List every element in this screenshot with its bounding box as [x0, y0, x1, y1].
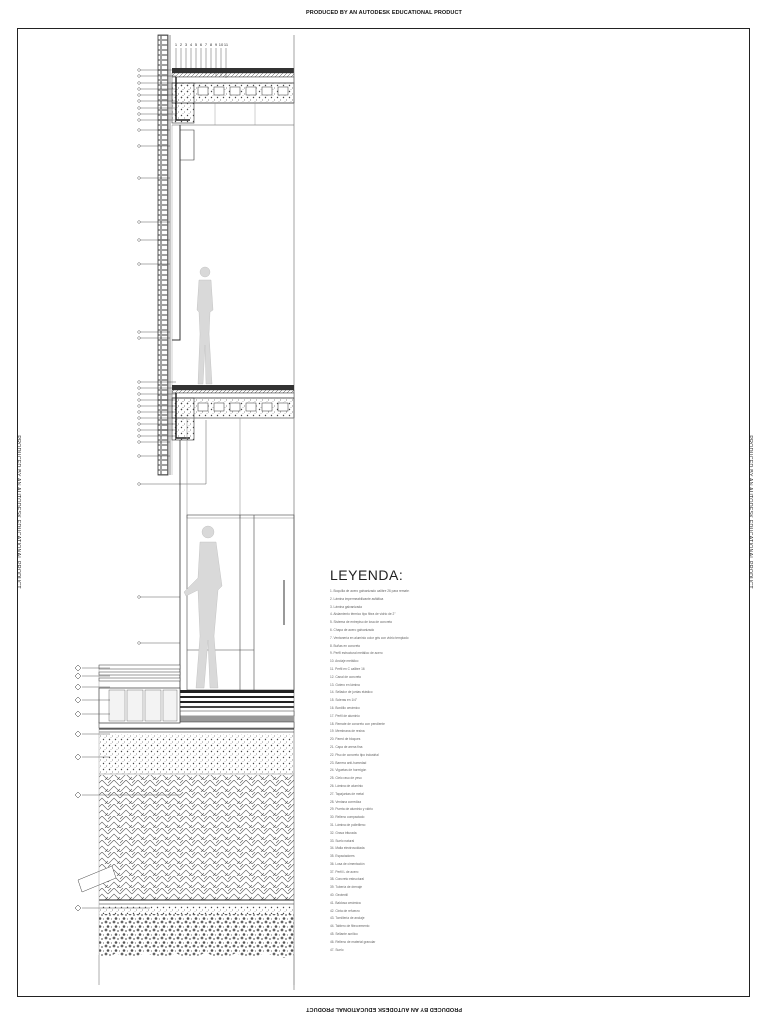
- roof-callout-label: 3: [185, 42, 188, 47]
- intermediate-slab: [171, 385, 295, 441]
- legend-item: 41. Baldosa cerámica: [330, 900, 361, 905]
- legend-item: 37. Perfil L de acero: [330, 869, 359, 874]
- legend-item: 26. Lámina de aluminio: [330, 783, 363, 788]
- watermark-top: PRODUCED BY AN AUTODESK EDUCATIONAL PROD…: [306, 10, 462, 16]
- roof-callout-label: 9: [215, 42, 218, 47]
- legend-item: 39. Tubería de drenaje: [330, 885, 363, 890]
- legend-item: 27. Tapajuntas de metal: [330, 791, 364, 796]
- mid-callout-markers: [137, 380, 141, 486]
- legend-list: 1. Boquilla de acero galvanizado calibre…: [330, 588, 410, 954]
- legend-item: 47. Suelo: [330, 947, 344, 952]
- legend-item: 46. Relleno de material granular: [330, 939, 376, 944]
- legend-item: 23. Barrera anti-humedad: [330, 760, 367, 765]
- legend-item: 22. Piso de concreto tipo industrial: [330, 752, 379, 757]
- planter-callout-markers: [74, 664, 82, 912]
- legend-item: 6. Chapa de acero galvanizado: [330, 627, 375, 632]
- legend-item: 32. Grava triturada: [330, 830, 357, 835]
- legend-item: 44. Tablero de fibrocemento: [330, 924, 370, 929]
- legend-item: 31. Lámina de polietileno: [330, 822, 366, 827]
- roof-slab: [171, 68, 295, 126]
- roof-callout-label: 5: [195, 42, 198, 47]
- legend-item: 7. Ventanería en aluminio color gris con…: [330, 635, 409, 640]
- legend-item: 25. Cielo raso de yeso: [330, 776, 362, 781]
- legend-item: 24. Viguetas de hormigón: [330, 768, 367, 773]
- legend-item: 43. Tornillería de anclaje: [330, 916, 365, 921]
- legend-item: 17. Perfil de aluminio: [330, 713, 360, 718]
- legend-item: 16. Bordillo cerámico: [330, 705, 360, 710]
- upper-human-figure: [196, 266, 214, 385]
- legend-item: 42. Cinta de refuerzo: [330, 908, 360, 913]
- planter-box: [98, 664, 181, 724]
- legend-item: 21. Capa de arena fina: [330, 744, 363, 749]
- roof-callout-labels: 1 2 3 4 5 6 7 8 9 10 11: [175, 42, 229, 47]
- drawing-sheet-frame: [17, 28, 750, 997]
- legend-item: 14. Sellador de juntas elástico: [330, 690, 373, 695]
- legend-item: 20. Pared de bloques: [330, 737, 361, 742]
- legend-item: 45. Sellante acrílico: [330, 932, 358, 937]
- lower-human-figure: [183, 525, 223, 689]
- roof-callout-label: 1: [175, 42, 178, 47]
- legend-item: 11. Perfil en C calibre 16: [330, 666, 365, 671]
- legend-item: 2. Lámina impermeabilizante asfáltica: [330, 596, 384, 601]
- legend-item: 28. Ventana corrediza: [330, 799, 362, 804]
- upper-callout-leaders: [140, 69, 176, 339]
- legend-item: 1. Boquilla de acero galvanizado calibre…: [330, 589, 410, 593]
- legend-item: 35. Espaciadores: [330, 854, 355, 859]
- legend-item: 38. Concreto estructural: [330, 877, 365, 882]
- legend-item: 15. Soleras en 1/4": [330, 698, 358, 703]
- roof-callout-label: 8: [210, 42, 213, 47]
- roof-callout-label: 10: [219, 42, 224, 47]
- legend-item: 13. Gotero en lámina: [330, 682, 360, 687]
- legend-title: LEYENDA:: [330, 567, 404, 583]
- roof-callout-label: 4: [190, 42, 193, 47]
- legend-item: 12. Canal de concreto: [330, 674, 362, 679]
- legend-item: 10. Anclaje metálico: [330, 659, 359, 664]
- legend-item: 8. Buñas en concreto: [330, 643, 361, 648]
- legend-item: 19. Membrana de resina: [330, 729, 365, 734]
- roof-callout-leaders: [175, 48, 227, 78]
- roof-callout-label: 11: [224, 42, 229, 47]
- upper-callout-markers: [137, 68, 141, 340]
- legend-item: 36. Losa de cimentación: [330, 861, 365, 866]
- legend-item: 5. Sistema de entrepiso de losa de concr…: [330, 620, 393, 625]
- legend-item: 18. Remate de concreto con pendiente: [330, 721, 385, 726]
- legend-item: 33. Suelo natural: [330, 838, 355, 843]
- legend-item: 9. Perfil estructural metálico de acero: [330, 651, 383, 656]
- ground-fill-layers: [77, 734, 295, 985]
- legend-item: 4. Aislamiento térmico tipo fibra de vid…: [330, 612, 396, 617]
- legend-block: LEYENDA: 1. Boquilla de acero galvanizad…: [330, 567, 410, 954]
- legend-item: 29. Puerta de aluminio y vidrio: [330, 807, 373, 812]
- legend-item: 30. Relleno compactado: [330, 815, 365, 820]
- lower-callout-markers: [137, 595, 141, 645]
- lower-callout-leaders: [140, 596, 180, 644]
- legend-item: 3. Lámina galvanizada: [330, 604, 362, 609]
- mid-callout-leaders: [140, 381, 207, 485]
- legend-item: 34. Malla electrosoldada: [330, 846, 365, 851]
- roof-callout-label: 6: [200, 42, 203, 47]
- roof-callout-label: 2: [180, 42, 183, 47]
- lower-glazing: [179, 417, 295, 691]
- legend-item: 40. Geotextil: [330, 893, 348, 898]
- roof-callout-label: 7: [205, 42, 208, 47]
